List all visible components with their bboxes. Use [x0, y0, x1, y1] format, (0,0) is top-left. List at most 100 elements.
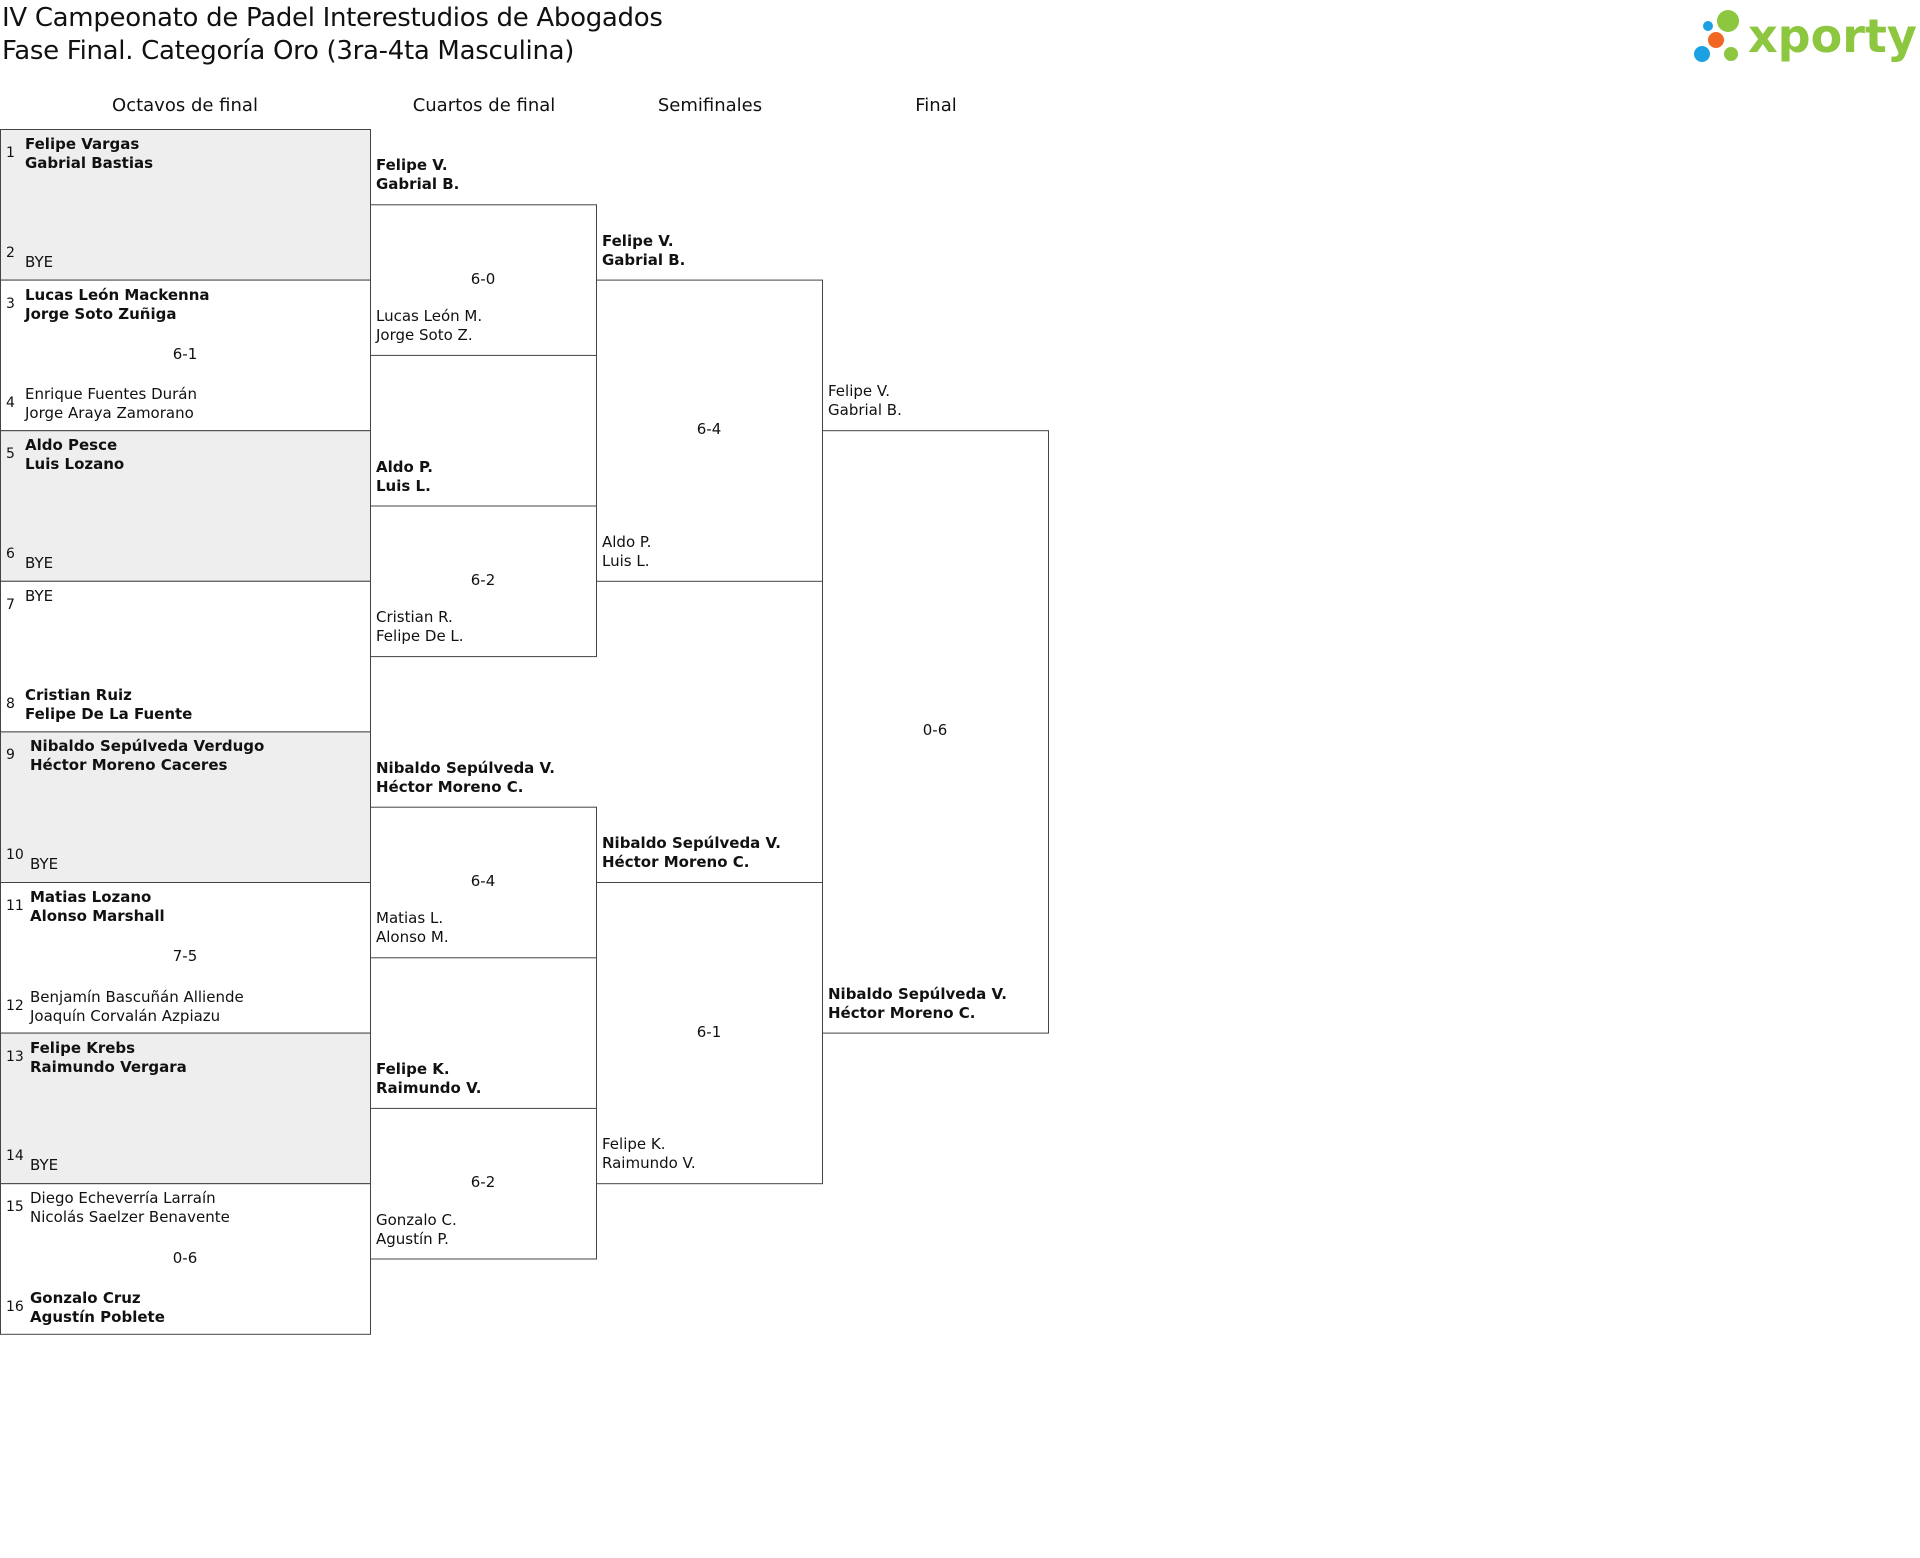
round-header-octavos: Octavos de final [112, 95, 258, 116]
player-name: Luis L. [376, 476, 431, 495]
player-name: Jorge Soto Zuñiga [25, 304, 177, 323]
match-score: 6-0 [470, 269, 496, 288]
octavos-match-box [0, 580, 371, 733]
cuartos-bottom-team: Gonzalo C.Agustín P. [376, 1211, 457, 1249]
player-name: Raimundo V. [602, 1154, 696, 1173]
player-name: Felipe V. [602, 231, 674, 250]
cuartos-top-team: Nibaldo Sepúlveda V.Héctor Moreno C. [376, 759, 555, 797]
round-header-semifinales: Semifinales [657, 95, 763, 116]
player-name: Gabrial B. [376, 175, 460, 194]
seed-number: 7 [6, 596, 15, 613]
seed-number: 9 [6, 747, 15, 764]
player-name: Diego Echeverría Larraín [30, 1189, 216, 1208]
octavos-match-box [0, 430, 371, 582]
match-score: 6-2 [470, 1173, 496, 1192]
player-name: Nibaldo Sepúlveda V. [828, 984, 1007, 1003]
seed-number: 11 [6, 898, 24, 914]
player-name: Felipe Vargas [25, 135, 140, 153]
seed-number: 13 [6, 1048, 24, 1065]
player-name: Luis L. [602, 551, 650, 570]
octavos-match-box [0, 882, 371, 1034]
cuartos-bottom-team: Matias L.Alonso M. [376, 909, 449, 947]
player-name: Felipe V. [828, 382, 890, 401]
match-score: 6-1 [172, 344, 198, 363]
player-name: Felipe V. [376, 156, 448, 175]
player-name: Alonso M. [376, 928, 449, 947]
player-name: Raimundo V. [376, 1078, 482, 1097]
match-score: 0-6 [172, 1248, 198, 1267]
player-name: Alonso Marshall [30, 907, 165, 925]
semifinales-top-team: Nibaldo Sepúlveda V.Héctor Moreno C. [602, 834, 781, 872]
semifinales-top-team: Felipe V.Gabrial B. [602, 232, 685, 270]
player-name: Felipe De L. [376, 627, 464, 646]
seed-number: 14 [6, 1148, 24, 1165]
match-score: 6-4 [696, 420, 722, 439]
player-name: Jorge Soto Z. [376, 325, 473, 344]
player-name: Héctor Moreno Caceres [30, 756, 228, 775]
seed-number: 12 [6, 997, 24, 1014]
player-name: Felipe Krebs [30, 1038, 136, 1057]
final-bottom-team: Nibaldo Sepúlveda V.Héctor Moreno C. [828, 985, 1007, 1023]
player-name: Héctor Moreno C. [828, 1003, 976, 1022]
final-top-team: Felipe V.Gabrial B. [828, 382, 902, 420]
octavos-match-box [0, 279, 371, 432]
tournament-subtitle: Fase Final. Categoría Oro (3ra-4ta Mascu… [2, 36, 575, 66]
player-name: Lucas León Mackenna [25, 285, 210, 304]
seed-number: 6 [6, 545, 15, 562]
player-name: Luis Lozano [25, 455, 125, 474]
seed-number: 3 [6, 295, 15, 312]
player-name: Agustín P. [376, 1229, 449, 1248]
match-score: 0-6 [922, 721, 948, 740]
seed-number: 15 [6, 1199, 24, 1216]
final-match-box [822, 430, 1049, 1034]
octavos-match-box [0, 1183, 371, 1335]
octavos-match-box [0, 1032, 371, 1185]
player-name: BYE [25, 252, 54, 271]
seed-number: 16 [6, 1298, 24, 1315]
player-name: Héctor Moreno C. [376, 777, 524, 796]
cuartos-bottom-team: Cristian R.Felipe De L. [376, 608, 464, 646]
octavos-bottom-team: BYE [25, 554, 53, 573]
player-name: Gonzalo C. [376, 1210, 457, 1229]
player-name: Gabrial Bastias [25, 154, 154, 172]
player-name: Nicolás Saelzer Benavente [30, 1208, 230, 1227]
seed-number: 2 [6, 244, 15, 261]
xporty-logo: xporty [1694, 9, 1917, 63]
player-name: Felipe K. [602, 1135, 666, 1154]
match-score: 6-1 [696, 1022, 722, 1041]
logo-dot-small-blue [1703, 21, 1713, 31]
match-score: 6-2 [470, 570, 496, 589]
player-name: Héctor Moreno C. [602, 853, 750, 871]
player-name: Gonzalo Cruz [30, 1288, 141, 1307]
player-name: BYE [30, 1156, 59, 1175]
player-name: Aldo P. [376, 457, 433, 476]
seed-number: 1 [6, 145, 15, 161]
player-name: Cristian Ruiz [25, 686, 132, 705]
seed-number: 8 [6, 696, 15, 713]
player-name: Raimundo Vergara [30, 1057, 187, 1076]
player-name: Aldo P. [602, 532, 652, 551]
octavos-bottom-team: BYE [30, 1156, 58, 1175]
seed-number: 4 [6, 395, 15, 412]
round-header-cuartos: Cuartos de final [412, 95, 556, 116]
player-name: BYE [25, 586, 54, 605]
octavos-bottom-team: BYE [25, 253, 53, 272]
player-name: Aldo Pesce [25, 436, 118, 455]
cuartos-top-team: Felipe V.Gabrial B. [376, 156, 459, 194]
octavos-top-team: BYE [25, 587, 53, 606]
semifinales-bottom-team: Felipe K.Raimundo V. [602, 1135, 696, 1173]
player-name: Matias L. [376, 909, 444, 928]
player-name: Jorge Araya Zamorano [25, 404, 194, 423]
logo-text: xporty [1748, 9, 1917, 63]
player-name: Nibaldo Sepúlveda V. [602, 834, 781, 852]
